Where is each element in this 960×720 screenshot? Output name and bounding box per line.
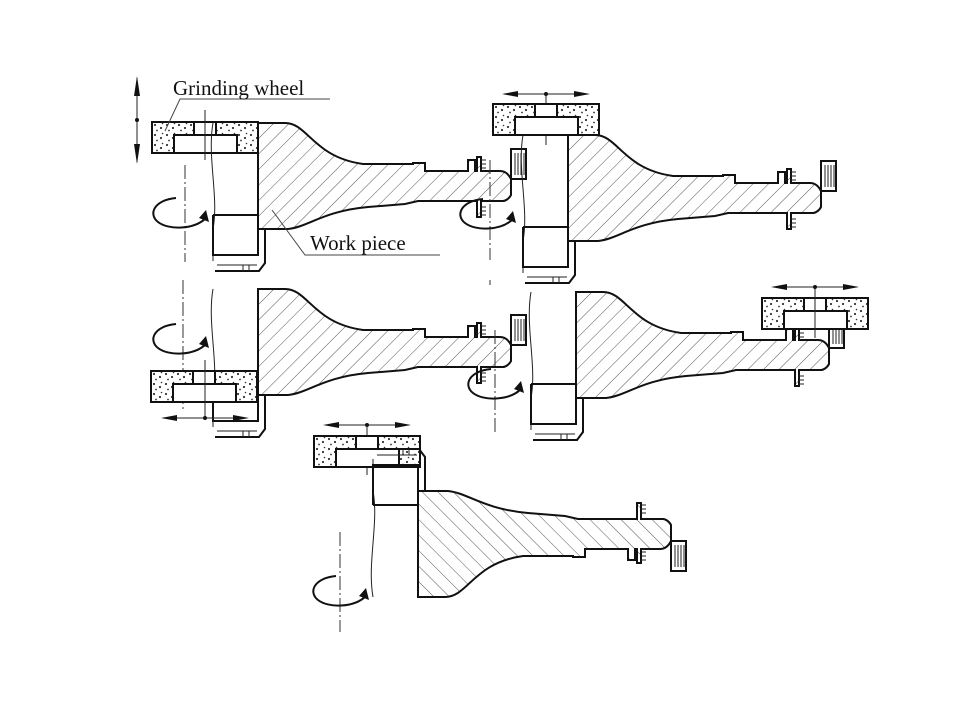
work-piece-label: Work piece: [310, 231, 406, 255]
work-piece: [370, 448, 687, 598]
rotation-arrow-icon: [152, 197, 210, 229]
grinding-wheel: [313, 435, 421, 468]
grinding-wheel: [150, 370, 258, 403]
rotation-arrow-icon: [312, 575, 370, 607]
panel-4: [467, 280, 869, 441]
rotation-arrow-icon: [152, 323, 210, 355]
rotation-arrow-icon: [459, 198, 517, 230]
grinding-wheel: [492, 103, 600, 136]
work-piece: [520, 134, 837, 284]
panel-3: [150, 280, 527, 438]
grinding-wheel-label: Grinding wheel: [173, 76, 304, 100]
work-piece: [210, 288, 527, 438]
panel-1: Grinding wheel Work piece: [134, 76, 527, 272]
panel-2: [459, 90, 837, 284]
panel-5: [312, 421, 687, 632]
vertical-motion-arrow: [134, 76, 140, 164]
